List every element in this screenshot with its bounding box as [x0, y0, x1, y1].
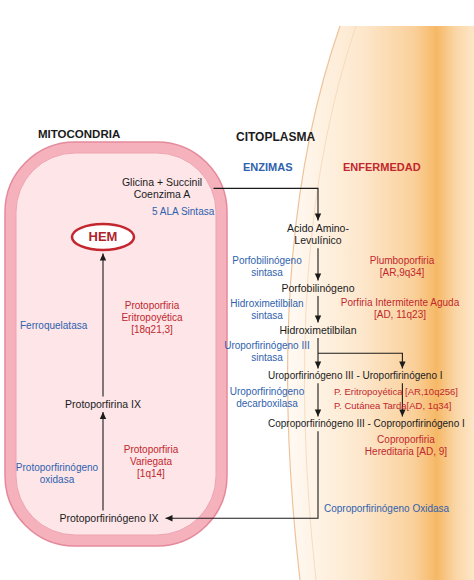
metabolite-name: Uroporfirinógeno III - Uroporfirinógeno …	[268, 370, 443, 382]
pathway-arrow	[214, 188, 322, 220]
arrow-line	[317, 383, 318, 416]
region-label: CITOPLASMA	[236, 130, 315, 144]
disease-label: Protoporfiria Eritropoyética [18q21,3]	[112, 300, 192, 335]
metabolite-node: Uroporfirinógeno III - Uroporfirinógeno …	[268, 370, 443, 382]
mitochondrion: MITOCONDRIA Glicina + Succinil Coenzima A…	[4, 128, 228, 548]
disease-label: Coproporfiria Hereditaria [AD, 9]	[356, 434, 456, 458]
metabolite-node: Protoporfirina IX	[58, 398, 148, 410]
disease-label: Plumboporfiria [AR,9q34]	[360, 255, 444, 279]
metabolite-name: Acido Amino-Levulínico	[273, 222, 363, 247]
metabolite-node: Acido Amino-Levulínico	[273, 222, 363, 247]
arrow-line	[317, 248, 318, 280]
arrow-head	[315, 316, 321, 323]
arrow-head	[315, 214, 321, 221]
arrow-line	[317, 296, 318, 323]
substrate-node: Glicina + Succinil Coenzima A	[112, 176, 212, 201]
metabolite-name: Glicina + Succinil Coenzima A	[112, 176, 212, 201]
outer-membrane	[5, 142, 227, 546]
mitochondrion-shape	[4, 128, 228, 548]
metabolite-node: Porfobilinógeno	[268, 282, 368, 294]
pathway-arrow	[315, 296, 321, 323]
enzyme-label: Protoporfirinógeno oxidasa	[14, 462, 100, 486]
arrow-line	[214, 188, 319, 220]
arrow-head	[315, 274, 321, 281]
enzyme-label: Coproporfirinógeno Oxidasa	[324, 503, 449, 515]
product-ellipse: HEM	[70, 222, 136, 252]
arrow-head	[315, 362, 321, 369]
metabolite-name: Porfobilinógeno	[268, 282, 368, 294]
arrow-line	[318, 353, 402, 368]
column-heading: ENZIMAS	[243, 161, 293, 174]
disease-label: Porfiria Intermitente Aguda [AD, 11q23]	[334, 297, 466, 321]
metabolite-name: Protoporfirinógeno IX	[54, 512, 164, 524]
enzyme-label: Ferroquelatasa	[20, 320, 87, 332]
arrow-head	[399, 362, 405, 369]
metabolite-node: Hidroximetilbilan	[263, 324, 373, 336]
metabolite-node: Protoporfirinógeno IX	[54, 512, 164, 524]
column-heading: ENFERMEDAD	[343, 161, 421, 174]
cytoplasm-fill	[288, 26, 474, 580]
arrow-line	[317, 338, 318, 369]
disease-label: P. Eritropoyética [AR,10q256]	[334, 386, 458, 397]
enzyme-label: Hidroximetilbilan sintasa	[222, 298, 312, 322]
arrow-head	[315, 410, 321, 417]
enzyme-label: Uroporfirinógeno III sintasa	[222, 340, 312, 364]
metabolite-name: Hidroximetilbilan	[263, 324, 373, 336]
pathway-arrow	[315, 248, 321, 280]
enzyme-label: Porfobilinógeno sintasa	[222, 255, 312, 279]
compartment-heading: MITOCONDRIA	[38, 128, 120, 140]
disease-label: Protoporfiria Variegata [1q14]	[116, 444, 186, 479]
disease-label: P. Cutánea Tarda[AD, 1q34]	[334, 400, 451, 411]
metabolite-node: Coproporfirinógeno III - Coproporfirinóg…	[268, 418, 465, 430]
product-name: HEM	[70, 222, 136, 252]
metabolite-name: Protoporfirina IX	[58, 398, 148, 410]
enzyme-label: 5 ALA Sintasa	[152, 206, 214, 218]
pathway-arrow	[315, 338, 406, 369]
metabolite-name: Coproporfirinógeno III - Coproporfirinóg…	[268, 418, 465, 430]
enzyme-label: Uroporfirinógeno decarboxilasa	[222, 386, 312, 410]
